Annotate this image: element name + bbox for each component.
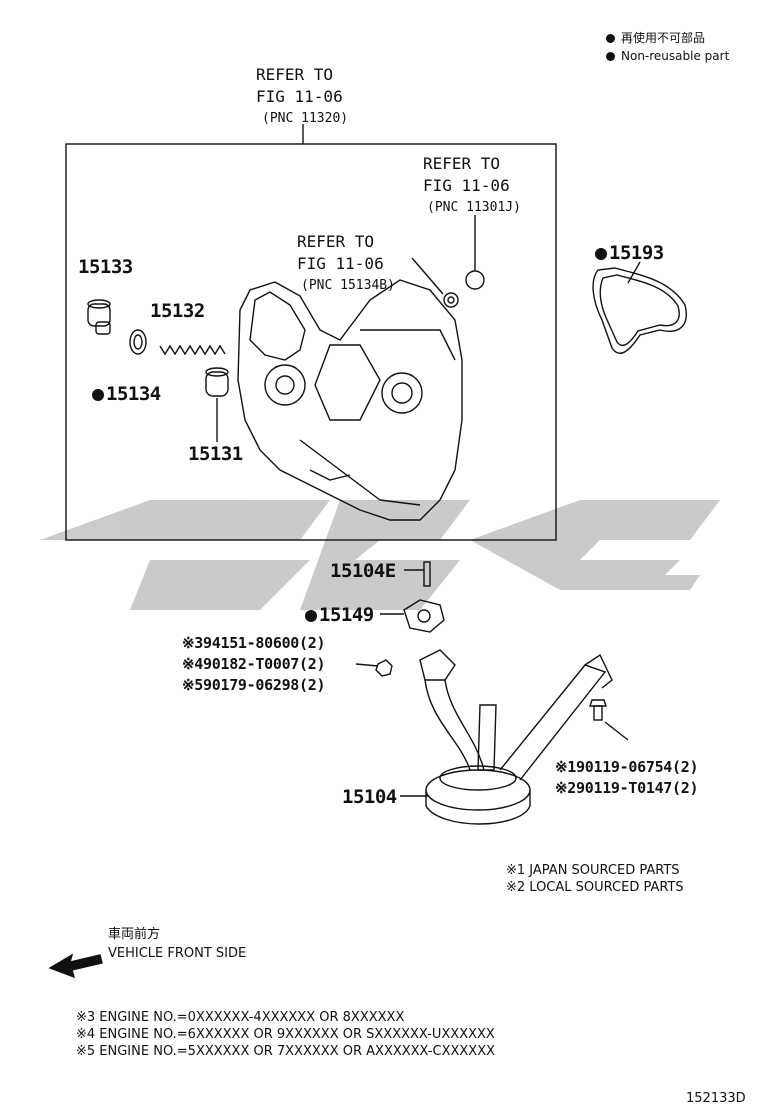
ref-middle: REFER TO FIG 11-06 (PNC 15134B) <box>297 231 395 297</box>
gasket-15193-drawing <box>592 267 687 354</box>
engine-note: ※4 ENGINE NO.=6XXXXXX OR 9XXXXXX OR SXXX… <box>76 1027 495 1042</box>
legend-jp: 再使用不可部品 <box>621 31 706 45</box>
stud-15104E-drawing <box>423 561 431 587</box>
ref-main: REFER TO FIG 11-06 (PNC 11320) <box>256 64 348 130</box>
non-reusable-icon <box>305 610 317 622</box>
bullet-icon <box>606 34 615 43</box>
bolt-row[interactable]: ※190119-06754(2) <box>555 757 699 778</box>
part-15193[interactable]: 15193 <box>595 242 664 264</box>
ref-main-line1: REFER TO <box>256 65 334 84</box>
part-15149-label: 15149 <box>319 604 374 626</box>
part-15149[interactable]: 15149 <box>305 604 374 626</box>
engine-notes: ※3 ENGINE NO.=0XXXXXX-4XXXXXX OR 8XXXXXX… <box>76 1009 495 1060</box>
figure-id: 152133D <box>686 1091 746 1106</box>
source-notes: ※1 JAPAN SOURCED PARTS ※2 LOCAL SOURCED … <box>506 862 684 896</box>
bolt-number: 90119-T0147(2) <box>576 779 699 797</box>
bolt-mark: ※2 <box>555 779 576 797</box>
legend: 再使用不可部品 Non-reusable part <box>606 29 729 65</box>
bolt-list-left: ※394151-80600(2) ※490182-T0007(2) ※59017… <box>182 633 326 696</box>
ref-top-right-line3: (PNC 11301J) <box>427 200 521 215</box>
timing-cover-drawing <box>237 279 463 521</box>
ref-middle-line2: FIG 11-06 <box>297 254 384 273</box>
part-15133[interactable]: 15133 <box>78 256 133 278</box>
valve-15131-drawing <box>205 367 229 397</box>
non-reusable-icon <box>92 389 104 401</box>
plug-15133-drawing <box>87 299 111 335</box>
front-en: VEHICLE FRONT SIDE <box>108 946 247 961</box>
watermark-logo <box>40 500 720 610</box>
bullet-icon <box>606 52 615 61</box>
ref-top-right-line1: REFER TO <box>423 154 501 173</box>
part-15104E[interactable]: 15104E <box>330 560 396 582</box>
ref-top-right-line2: FIG 11-06 <box>423 176 510 195</box>
part-15134[interactable]: 15134 <box>92 383 161 405</box>
ref-top-right: REFER TO FIG 11-06 (PNC 11301J) <box>423 153 521 219</box>
source-note: ※1 JAPAN SOURCED PARTS <box>506 863 680 878</box>
bolt-mark: ※1 <box>555 758 576 776</box>
vehicle-front-label: 車両前方 VEHICLE FRONT SIDE <box>108 926 246 962</box>
bolt-number: 90119-06754(2) <box>576 758 699 776</box>
spring-15132-drawing <box>159 344 226 356</box>
ref-middle-line1: REFER TO <box>297 232 375 251</box>
strainer-15104-drawing <box>419 649 613 825</box>
ref-middle-line3: (PNC 15134B) <box>301 278 395 293</box>
front-jp: 車両前方 <box>108 927 161 942</box>
bolt-row[interactable]: ※290119-T0147(2) <box>555 778 699 799</box>
non-reusable-icon <box>595 248 607 260</box>
part-15134-label: 15134 <box>106 383 161 405</box>
bolt-list-right: ※190119-06754(2) ※290119-T0147(2) <box>555 757 699 799</box>
bolt-number: 90182-T0007(2) <box>203 655 326 673</box>
engine-note: ※3 ENGINE NO.=0XXXXXX-4XXXXXX OR 8XXXXXX <box>76 1010 405 1025</box>
ref-main-line2: FIG 11-06 <box>256 87 343 106</box>
bolt-row[interactable]: ※490182-T0007(2) <box>182 654 326 675</box>
bolt-mark: ※3 <box>182 634 203 652</box>
legend-en: Non-reusable part <box>621 49 730 63</box>
ref-main-line3: (PNC 11320) <box>262 111 349 126</box>
bolt-row[interactable]: ※394151-80600(2) <box>182 633 326 654</box>
source-note: ※2 LOCAL SOURCED PARTS <box>506 880 684 895</box>
bolt-number: 94151-80600(2) <box>203 634 326 652</box>
oring-15134-drawing <box>129 329 147 355</box>
part-15131[interactable]: 15131 <box>188 443 243 465</box>
assembly-box <box>65 143 557 541</box>
part-15132[interactable]: 15132 <box>150 300 205 322</box>
gasket-15149-drawing <box>403 599 445 633</box>
bolt-mark: ※4 <box>182 655 203 673</box>
part-15104[interactable]: 15104 <box>342 786 397 808</box>
bolt-row[interactable]: ※590179-06298(2) <box>182 675 326 696</box>
engine-note: ※5 ENGINE NO.=5XXXXXX OR 7XXXXXX OR AXXX… <box>76 1044 496 1059</box>
bolt-mark: ※5 <box>182 676 203 694</box>
bolt-number: 90179-06298(2) <box>203 676 326 694</box>
part-15193-label: 15193 <box>609 242 664 264</box>
front-arrow-icon <box>48 953 103 979</box>
